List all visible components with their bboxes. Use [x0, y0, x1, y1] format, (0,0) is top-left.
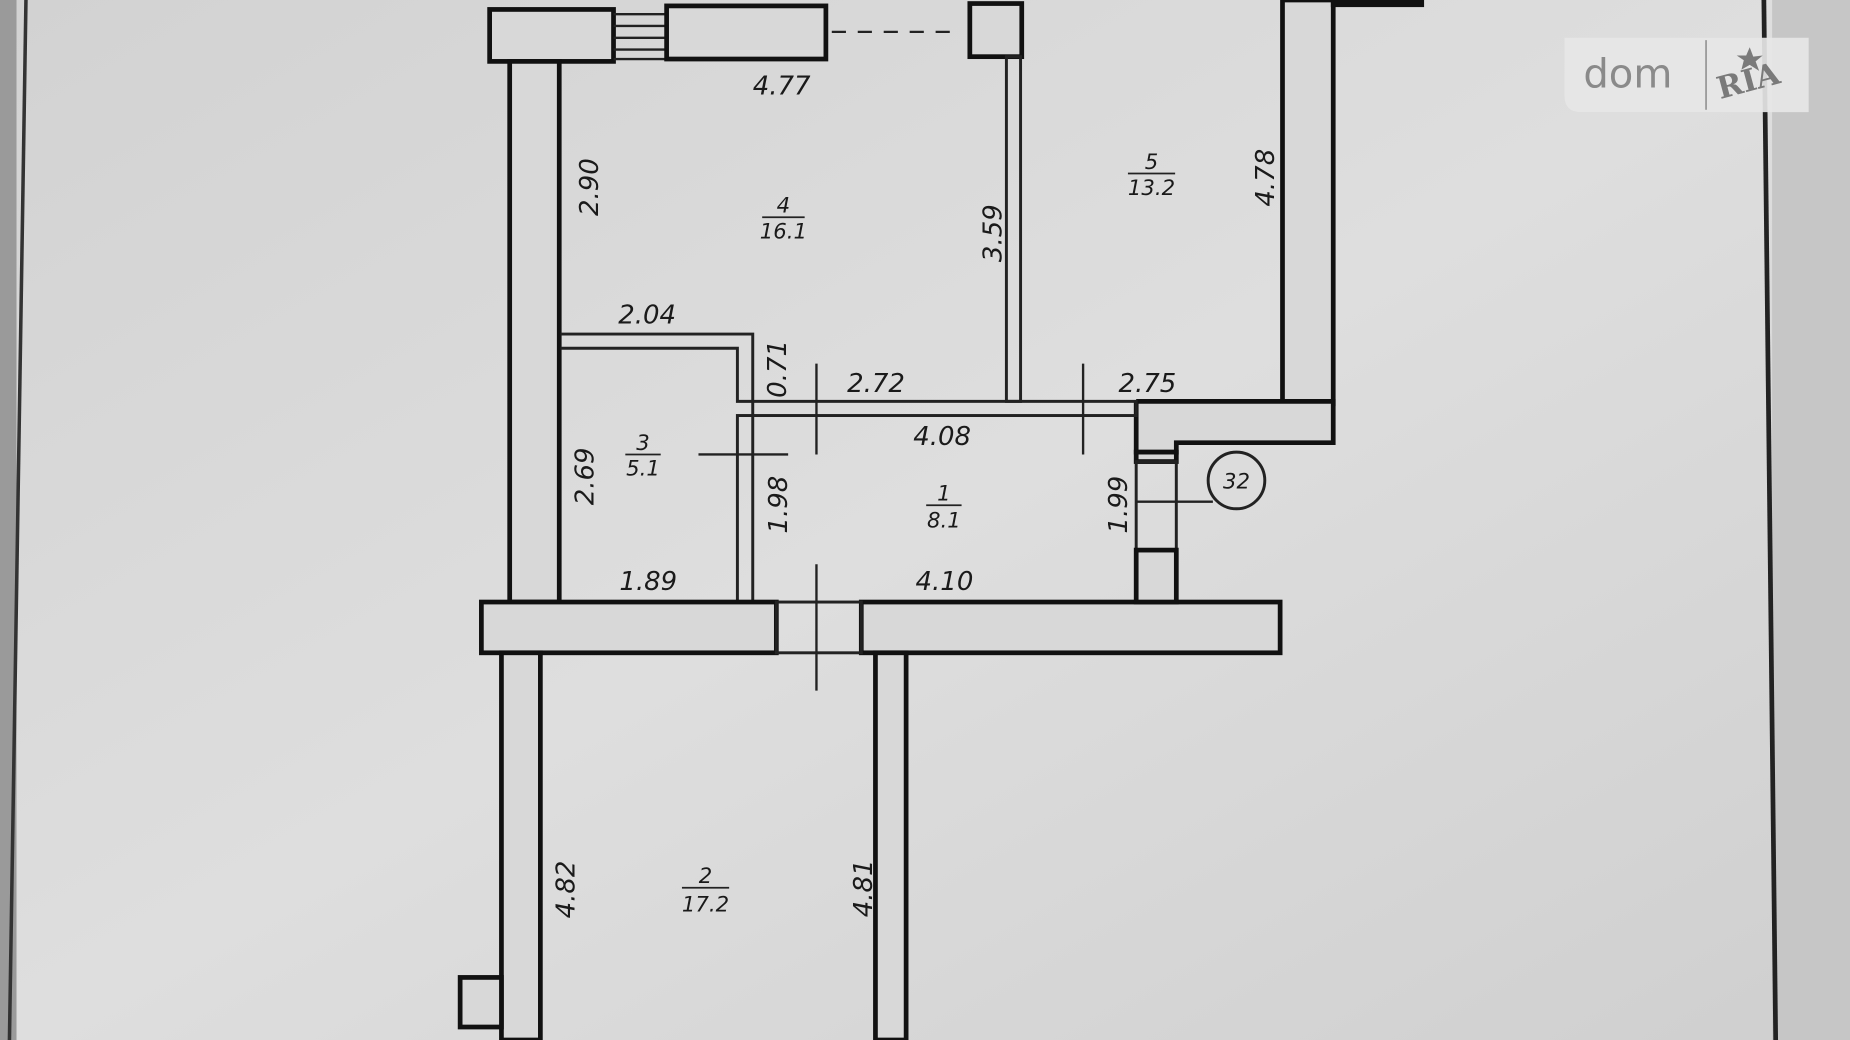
dim-label: 3.59 [979, 204, 1009, 262]
wall-right-upper [1280, 0, 1336, 407]
dim-label: 1.99 [1104, 476, 1134, 534]
wall-top-window [664, 3, 829, 62]
wall-left-upper [507, 59, 562, 605]
dim-label: 4.10 [916, 567, 974, 597]
domria-logo[interactable]: dom RIA [1564, 37, 1809, 113]
dimension-labels: 4.77 2.90 3.59 4.78 2.04 0.71 2.72 2.75 … [552, 71, 1282, 918]
dim-label: 4.82 [552, 861, 582, 919]
wall-hall-bottom-right [858, 599, 1283, 656]
room-area: 5.1 [626, 457, 660, 482]
partition-lower [873, 650, 909, 1040]
wall-entry-bottom [1133, 547, 1179, 605]
wall-top-right [1330, 0, 1425, 8]
dim-label: 4.81 [849, 859, 879, 917]
paper-edge-left [7, 0, 28, 1040]
apartment-marker: 32 [1206, 450, 1267, 511]
wall-left-lower [499, 650, 543, 1040]
partition-room3-top [560, 332, 755, 403]
stairs [613, 12, 667, 61]
dim-label: 2.72 [847, 369, 905, 399]
logo-dom-text: dom [1583, 51, 1672, 97]
dim-label: 1.98 [764, 476, 794, 534]
apartment-number: 32 [1223, 470, 1250, 495]
room-labels: 416.1 513.2 35.1 18.1 217.2 [625, 150, 1175, 917]
column [967, 1, 1025, 60]
wall-top-left [487, 7, 616, 64]
background-right [1772, 0, 1850, 1040]
dim-label: 2.90 [575, 158, 605, 216]
star-icon [1736, 47, 1763, 71]
room-5-label: 513.2 [1128, 150, 1175, 201]
room-4-label: 416.1 [760, 193, 807, 244]
dim-label: 4.78 [1251, 149, 1281, 207]
partition-hall-top [751, 399, 1138, 418]
room-number: 3 [636, 431, 650, 456]
room-number: 4 [777, 193, 791, 218]
dim-label: 1.89 [619, 567, 677, 597]
room-area: 8.1 [927, 509, 961, 534]
dim-label: 4.08 [913, 422, 971, 452]
paper-edge-right [1761, 0, 1779, 1040]
room-area: 17.2 [682, 892, 729, 917]
background-left [0, 0, 17, 1040]
dim-label: 2.04 [618, 300, 676, 330]
room-number: 1 [937, 482, 951, 507]
dim-label: 4.77 [753, 71, 811, 101]
door-opening [774, 600, 863, 655]
wall-step [1133, 399, 1336, 455]
room-area: 16.1 [760, 219, 807, 244]
wall-left-jog [457, 975, 504, 1030]
wall-hall-bottom-left [479, 599, 779, 656]
room-area: 13.2 [1128, 176, 1175, 201]
dim-label: 2.69 [570, 447, 600, 505]
room-number: 2 [699, 864, 713, 889]
dim-label: 0.71 [763, 340, 793, 398]
room-number: 5 [1145, 150, 1159, 175]
room-1-label: 18.1 [926, 482, 962, 534]
room-3-label: 35.1 [625, 431, 661, 482]
room-2-label: 217.2 [682, 864, 729, 917]
walls [457, 0, 1425, 1040]
dim-label: 2.75 [1118, 369, 1176, 399]
dimension-ticks [698, 363, 1213, 691]
